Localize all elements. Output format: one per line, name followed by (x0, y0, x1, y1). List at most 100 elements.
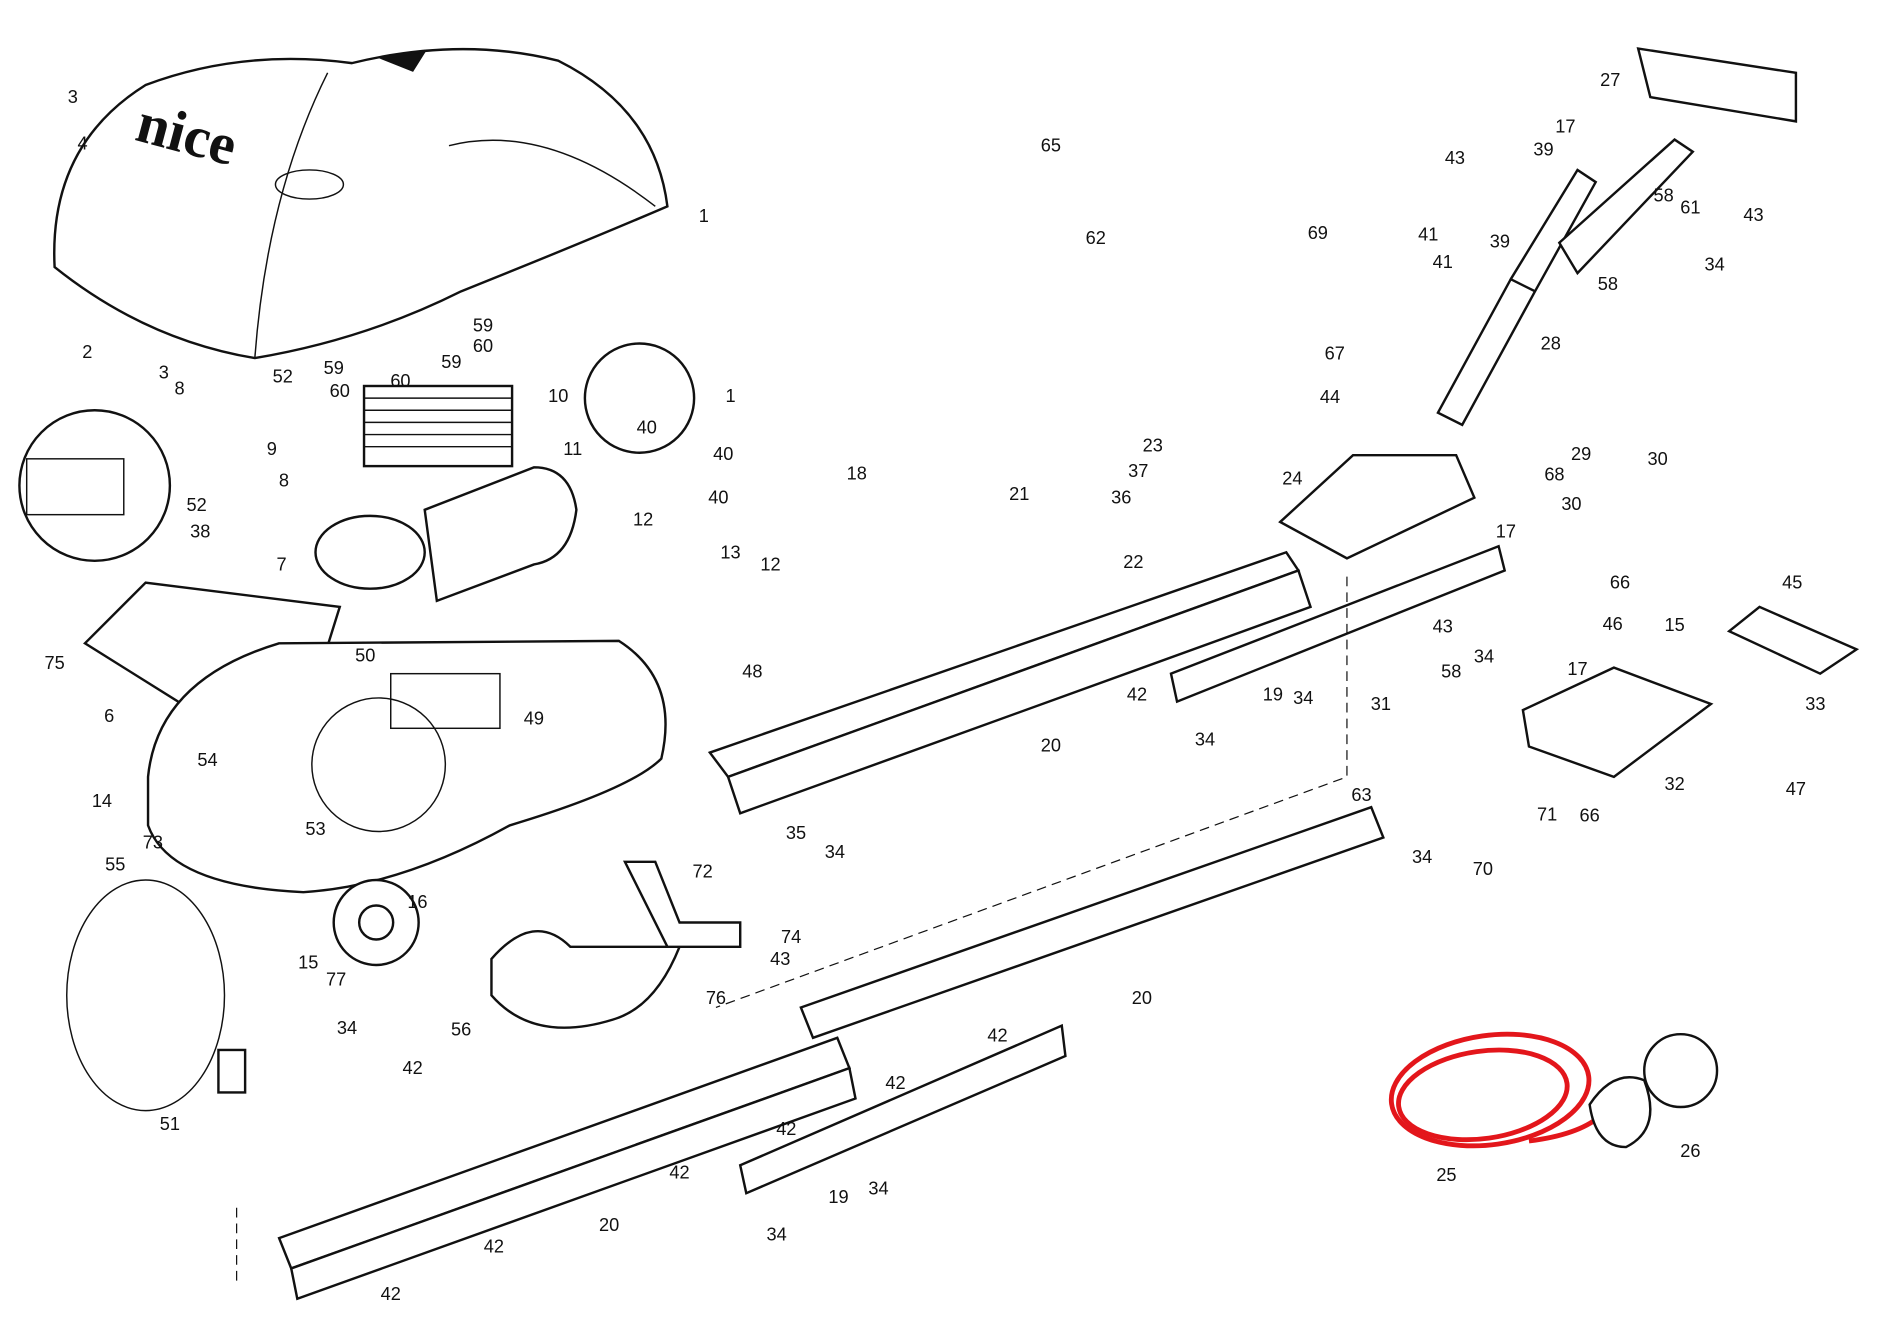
part-label-29: 29 (1571, 444, 1591, 464)
part-label-34: 34 (766, 1225, 786, 1245)
part-label-34: 34 (1195, 729, 1215, 749)
part-label-51: 51 (160, 1114, 180, 1134)
part-label-58: 58 (1441, 661, 1461, 681)
part-label-42: 42 (987, 1025, 1007, 1045)
part-label-59: 59 (441, 352, 461, 372)
part-label-39: 39 (1490, 232, 1510, 252)
part-label-35: 35 (786, 823, 806, 843)
part-label-66: 66 (1610, 573, 1630, 593)
release-cord-25 (1388, 1031, 1601, 1149)
part-label-43: 43 (1743, 205, 1763, 225)
part-label-73: 73 (143, 832, 163, 852)
part-label-16: 16 (407, 892, 427, 912)
bracket-33 (1726, 605, 1860, 676)
part-label-34: 34 (1412, 847, 1432, 867)
part-label-31: 31 (1371, 694, 1391, 714)
part-label-44: 44 (1320, 387, 1340, 407)
part-label-66: 66 (1580, 806, 1600, 826)
part-label-8: 8 (175, 378, 185, 398)
part-label-62: 62 (1086, 228, 1106, 248)
part-label-12: 12 (633, 510, 653, 530)
part-label-77: 77 (326, 970, 346, 990)
part-label-32: 32 (1664, 774, 1684, 794)
part-label-41: 41 (1418, 224, 1438, 244)
part-label-65: 65 (1041, 136, 1061, 156)
part-label-75: 75 (44, 653, 64, 673)
part-label-30: 30 (1561, 494, 1581, 514)
part-label-50: 50 (355, 646, 375, 666)
part-label-3: 3 (68, 87, 78, 107)
part-label-21: 21 (1009, 484, 1029, 504)
part-label-42: 42 (885, 1073, 905, 1093)
part-label-68: 68 (1544, 465, 1564, 485)
part-label-30: 30 (1647, 449, 1667, 469)
part-label-34: 34 (825, 842, 845, 862)
part-label-40: 40 (708, 488, 728, 508)
part-label-42: 42 (381, 1284, 401, 1304)
part-label-43: 43 (1433, 616, 1453, 636)
transformer (362, 384, 514, 468)
base-plate (146, 639, 667, 894)
part-label-22: 22 (1123, 552, 1143, 572)
part-label-58: 58 (1654, 185, 1674, 205)
part-label-56: 56 (451, 1019, 471, 1039)
part-label-74: 74 (781, 927, 801, 947)
part-label-19: 19 (1263, 684, 1283, 704)
part-label-72: 72 (692, 862, 712, 882)
part-label-3: 3 (159, 363, 169, 383)
arm-61 (1557, 138, 1695, 276)
motor (314, 466, 578, 603)
part-label-39: 39 (1533, 139, 1553, 159)
part-label-40: 40 (637, 417, 657, 437)
part-label-63: 63 (1351, 785, 1371, 805)
part-label-8: 8 (279, 471, 289, 491)
part-label-59: 59 (324, 358, 344, 378)
part-label-37: 37 (1128, 461, 1148, 481)
part-label-17: 17 (1567, 659, 1587, 679)
part-label-27: 27 (1600, 70, 1620, 90)
part-label-14: 14 (92, 791, 112, 811)
part-label-53: 53 (305, 819, 325, 839)
part-label-60: 60 (473, 336, 493, 356)
part-label-60: 60 (390, 371, 410, 391)
part-label-34: 34 (868, 1178, 888, 1198)
part-label-46: 46 (1603, 614, 1623, 634)
part-label-24: 24 (1282, 468, 1302, 488)
release-handle-26 (1588, 1076, 1652, 1149)
part-label-34: 34 (1293, 688, 1313, 708)
part-label-36: 36 (1111, 488, 1131, 508)
part-label-54: 54 (197, 750, 217, 770)
part-label-34: 34 (1705, 255, 1725, 275)
part-label-49: 49 (524, 709, 544, 729)
part-label-12: 12 (760, 554, 780, 574)
part-label-41: 41 (1433, 252, 1453, 272)
part-label-48: 48 (742, 661, 762, 681)
part-label-43: 43 (1445, 148, 1465, 168)
part-label-1: 1 (699, 206, 709, 226)
part-label-58: 58 (1598, 274, 1618, 294)
part-label-52: 52 (186, 495, 206, 515)
part-label-45: 45 (1782, 573, 1802, 593)
part-label-59: 59 (473, 315, 493, 335)
part-label-4: 4 (77, 133, 87, 153)
part-label-15: 15 (298, 953, 318, 973)
part-label-40: 40 (713, 444, 733, 464)
bracket-72 (622, 860, 742, 948)
part-label-42: 42 (776, 1119, 796, 1139)
part-label-11: 11 (563, 439, 582, 459)
part-label-33: 33 (1805, 694, 1825, 714)
part-label-23: 23 (1143, 436, 1163, 456)
part-label-13: 13 (720, 542, 740, 562)
part-label-42: 42 (1127, 684, 1147, 704)
part-label-28: 28 (1541, 334, 1561, 354)
bracket-32 (1521, 666, 1714, 779)
part-label-42: 42 (402, 1058, 422, 1078)
part-label-69: 69 (1308, 223, 1328, 243)
part-label-20: 20 (1041, 735, 1061, 755)
part-label-71: 71 (1537, 805, 1557, 825)
part-label-38: 38 (190, 522, 210, 542)
part-label-1: 1 (725, 386, 735, 406)
detail-circle (583, 342, 696, 454)
part-label-52: 52 (273, 366, 293, 386)
